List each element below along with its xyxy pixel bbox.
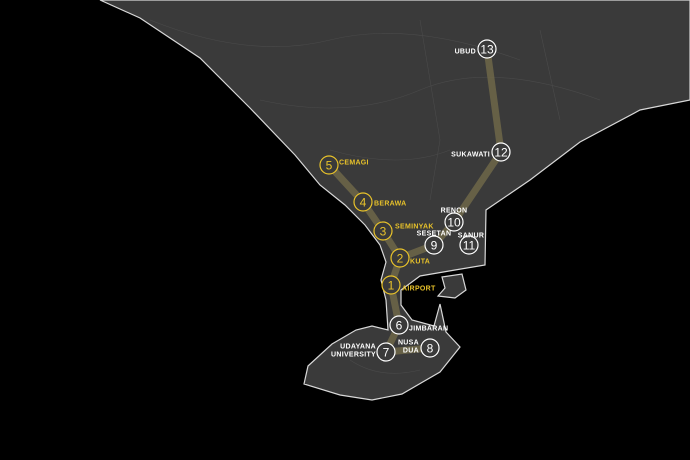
stop-label: JIMBARAN bbox=[409, 326, 448, 333]
stop-number: 1 bbox=[388, 279, 395, 293]
land-mass bbox=[99, 0, 690, 401]
stop-number: 2 bbox=[397, 252, 404, 266]
roads bbox=[149, 19, 601, 374]
stop-marker[interactable] bbox=[373, 221, 393, 241]
stop-number: 6 bbox=[396, 319, 403, 333]
stop-marker[interactable] bbox=[389, 315, 409, 335]
stop-13[interactable]: 13 UBUD bbox=[455, 39, 497, 59]
stop-marker[interactable] bbox=[319, 155, 339, 175]
stop-marker[interactable] bbox=[444, 212, 464, 232]
stop-label: CEMAGI bbox=[339, 160, 369, 167]
islet bbox=[436, 273, 467, 299]
stop-marker[interactable] bbox=[420, 338, 440, 358]
stop-number: 4 bbox=[360, 196, 367, 210]
stop-number: 8 bbox=[427, 342, 434, 356]
stop-number: 9 bbox=[431, 239, 438, 253]
stop-label: NUSA bbox=[398, 340, 419, 347]
stop-label: UBUD bbox=[455, 49, 476, 56]
stop-marker[interactable] bbox=[491, 142, 511, 162]
stop-number: 3 bbox=[380, 225, 387, 239]
stop-number: 5 bbox=[326, 159, 333, 173]
stop-5[interactable]: 5 CEMAGI bbox=[319, 155, 369, 175]
stop-label: SEMINYAK bbox=[395, 224, 434, 231]
stop-marker[interactable] bbox=[376, 342, 396, 362]
stop-3[interactable]: 3 SEMINYAK bbox=[373, 221, 434, 241]
stop-12[interactable]: 12 SUKAWATI bbox=[451, 142, 511, 162]
stop-marker[interactable] bbox=[353, 192, 373, 212]
stop-label: SESETAN bbox=[417, 231, 452, 238]
stop-label: UNIVERSITY bbox=[331, 352, 376, 359]
stop-label: AIRPORT bbox=[402, 286, 436, 293]
stop-marker[interactable] bbox=[459, 235, 479, 255]
stop-4[interactable]: 4 BERAWA bbox=[353, 192, 407, 212]
stop-marker[interactable] bbox=[424, 235, 444, 255]
stop-label: BERAWA bbox=[374, 201, 407, 208]
stop-marker[interactable] bbox=[381, 275, 401, 295]
stop-number: 13 bbox=[480, 43, 494, 57]
stop-label: RENON bbox=[441, 208, 468, 215]
stop-number: 7 bbox=[383, 346, 390, 360]
stop-number: 12 bbox=[494, 146, 508, 160]
stop-label: KUTA bbox=[410, 259, 430, 266]
stop-label: UDAYANA bbox=[340, 344, 376, 351]
stop-marker[interactable] bbox=[390, 248, 410, 268]
stop-label: SUKAWATI bbox=[451, 152, 490, 159]
stop-marker[interactable] bbox=[477, 39, 497, 59]
stop-label: DUA bbox=[403, 348, 419, 355]
stop-label: SANUR bbox=[458, 233, 484, 240]
stop-number: 10 bbox=[447, 216, 461, 230]
stop-number: 11 bbox=[463, 239, 476, 253]
